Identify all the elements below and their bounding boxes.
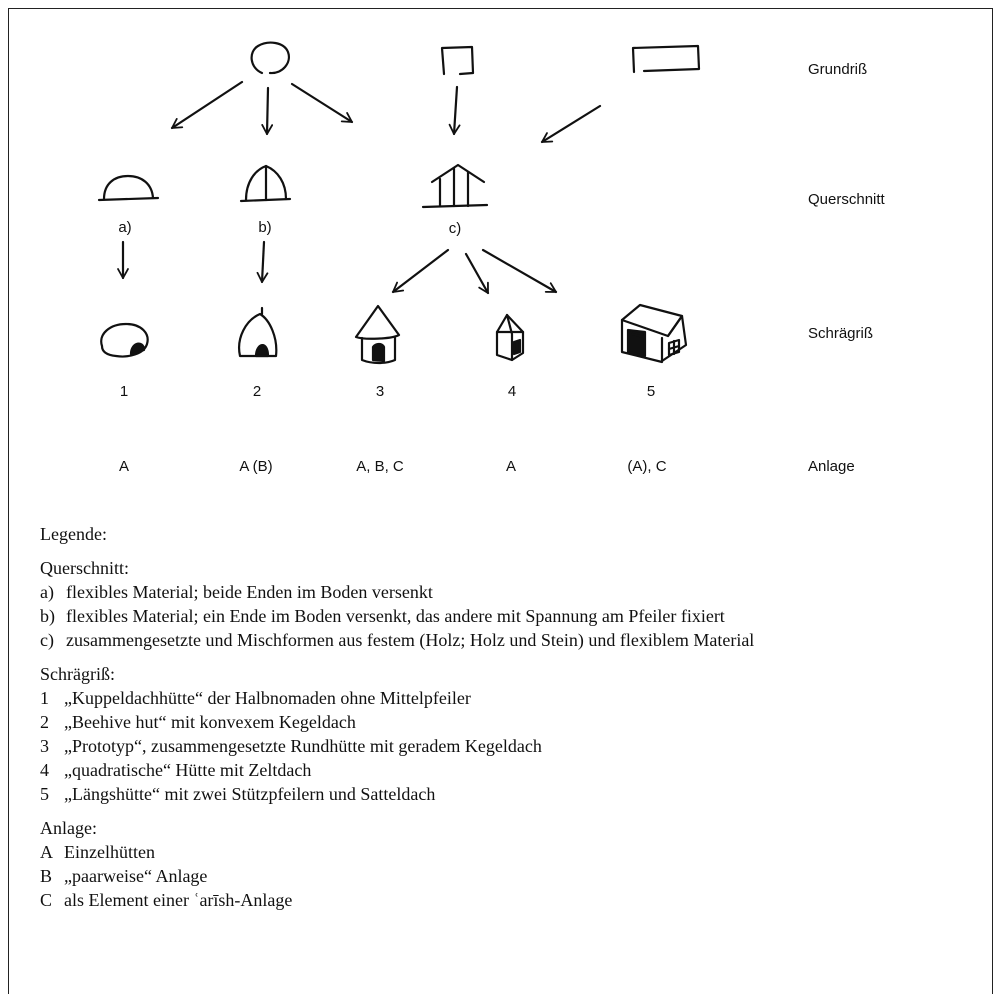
- legend-key: b): [40, 606, 55, 626]
- legend-querschnitt: Querschnitt: a) flexibles Material; beide…: [40, 556, 990, 652]
- legend-item: 3 „Prototyp“, zusammengesetzte Rundhütte …: [40, 734, 990, 758]
- arrow: [540, 104, 602, 144]
- anlage-value: A (B): [239, 458, 273, 475]
- legend-text: zusammengesetzte und Mischformen aus fes…: [66, 630, 755, 650]
- round-conical-hut-icon: [354, 304, 401, 365]
- arrow: [464, 252, 490, 295]
- arrow: [290, 82, 354, 124]
- legend-item: b) flexibles Material; ein Ende im Boden …: [40, 604, 990, 628]
- legend-heading: Querschnitt:: [40, 558, 129, 578]
- legend-text: „Prototyp“, zusammengesetzte Rundhütte m…: [64, 736, 542, 756]
- hut-number: 2: [252, 383, 262, 400]
- arrow: [448, 85, 461, 136]
- hut-number: 5: [646, 383, 656, 400]
- arrow: [391, 248, 450, 294]
- hut-typology-sketch: [97, 41, 701, 365]
- legend-heading: Anlage:: [40, 818, 97, 838]
- cross-section-label: c): [448, 220, 462, 237]
- legend-text: „Längshütte“ mit zwei Stützpfeilern und …: [64, 784, 436, 804]
- legend-key: a): [40, 582, 54, 602]
- legend-text: flexibles Material; ein Ende im Boden ve…: [66, 606, 725, 626]
- legend-item: a) flexibles Material; beide Enden im Bod…: [40, 580, 990, 604]
- legend-text: flexibles Material; beide Enden im Boden…: [66, 582, 433, 602]
- rectangle-plan-icon: [631, 44, 701, 74]
- cross-section-b-icon: [239, 164, 292, 203]
- legend-text: Einzelhütten: [64, 842, 155, 862]
- anlage-value: A, B, C: [356, 458, 404, 475]
- arrow: [481, 248, 558, 294]
- anlage-value: (A), C: [627, 458, 667, 475]
- round-plan-icon: [250, 41, 290, 75]
- legend-key: C: [40, 890, 53, 910]
- hut-number: 4: [507, 383, 517, 400]
- legend-text: „Kuppeldachhütte“ der Halbnomaden ohne M…: [64, 688, 471, 708]
- arrow: [261, 86, 274, 136]
- arrow: [256, 240, 269, 284]
- legend-heading: Schrägriß:: [40, 664, 115, 684]
- legend-item: 1 „Kuppeldachhütte“ der Halbnomaden ohne …: [40, 686, 990, 710]
- legend-schraegriss: Schrägriß: 1 „Kuppeldachhütte“ der Halbno…: [40, 662, 990, 806]
- legend-key: B: [40, 866, 53, 886]
- legend-text: „paarweise“ Anlage: [64, 866, 208, 886]
- hut-number: 1: [119, 383, 129, 400]
- long-gable-hut-icon: [620, 303, 688, 364]
- legend-text: als Element einer ʿarīsh-Anlage: [64, 890, 293, 910]
- square-tent-hut-icon: [495, 313, 525, 362]
- legend-key: c): [40, 630, 54, 650]
- legend-anlage: Anlage: A Einzelhütten B „paarweise“ Anlag…: [40, 816, 990, 912]
- legend-item: A Einzelhütten: [40, 840, 990, 864]
- legend-item: B „paarweise“ Anlage: [40, 864, 990, 888]
- anlage-value: A: [118, 458, 130, 475]
- dome-hut-icon: [100, 322, 149, 358]
- cross-section-label: b): [258, 219, 272, 236]
- legend-item: 5 „Längshütte“ mit zwei Stützpfeilern und…: [40, 782, 990, 806]
- row-label-grundriss: Grundriß: [808, 61, 868, 78]
- arrow: [170, 80, 244, 130]
- legend-text: „Beehive hut“ mit konvexem Kegeldach: [64, 712, 356, 732]
- legend-key: 2: [40, 712, 49, 732]
- legend-title: Legende:: [40, 524, 107, 544]
- figure-frame: [8, 8, 993, 994]
- row-label-schraegriss: Schrägriß: [808, 325, 874, 342]
- legend-item: 2 „Beehive hut“ mit konvexem Kegeldach: [40, 710, 990, 734]
- legend-key: 3: [40, 736, 49, 756]
- legend-item: 4 „quadratische“ Hütte mit Zeltdach: [40, 758, 990, 782]
- hut-number: 3: [375, 383, 385, 400]
- cross-section-c-icon: [421, 163, 489, 209]
- row-label-anlage: Anlage: [808, 458, 855, 475]
- legend-item: c) zusammengesetzte und Mischformen aus f…: [40, 628, 990, 652]
- legend-text: „quadratische“ Hütte mit Zeltdach: [64, 760, 312, 780]
- square-plan-icon: [440, 45, 475, 76]
- row-label-querschnitt: Querschnitt: [808, 191, 885, 208]
- legend-key: A: [40, 842, 53, 862]
- cross-section-label: a): [118, 219, 132, 236]
- legend: Legende: Querschnitt: a) flexibles Materi…: [40, 522, 990, 922]
- cross-section-a-icon: [97, 174, 160, 202]
- beehive-hut-icon: [238, 306, 278, 358]
- anlage-value: A: [505, 458, 517, 475]
- legend-key: 4: [40, 760, 49, 780]
- legend-key: 1: [40, 688, 49, 708]
- legend-key: 5: [40, 784, 49, 804]
